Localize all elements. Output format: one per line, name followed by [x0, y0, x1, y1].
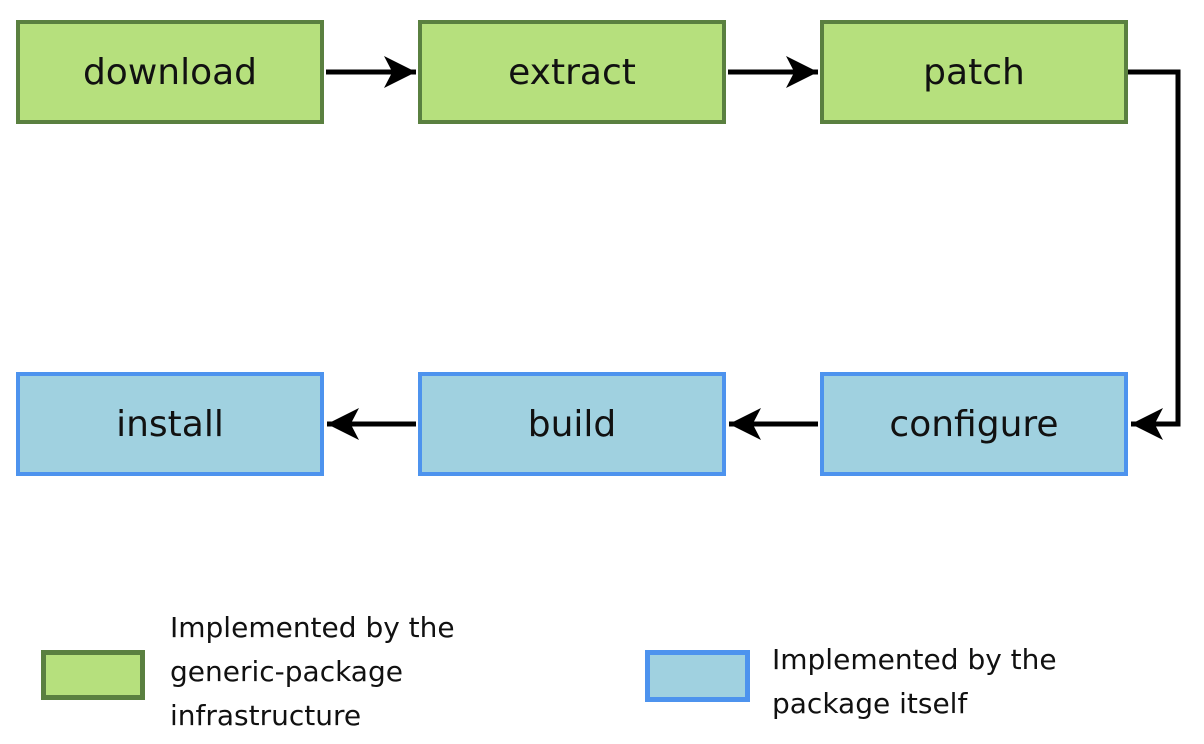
node-extract-label: extract	[508, 51, 636, 93]
legend-swatch-package	[645, 650, 750, 702]
node-build: build	[418, 372, 726, 476]
arrow-patch-configure	[1126, 69, 1181, 440]
node-patch: patch	[820, 20, 1128, 124]
node-configure: configure	[820, 372, 1128, 476]
node-download-label: download	[82, 51, 258, 93]
node-install-label: install	[116, 403, 224, 445]
node-patch-label: patch	[923, 51, 1025, 93]
node-install: install	[16, 372, 324, 476]
node-download: download	[16, 20, 324, 124]
node-extract: extract	[418, 20, 726, 124]
node-configure-label: configure	[889, 403, 1059, 445]
legend-swatch-generic	[41, 650, 145, 700]
legend-label-generic: Implemented by the generic-package infra…	[170, 611, 455, 732]
legend-label-package: Implemented by the package itself	[772, 643, 1057, 720]
node-build-label: build	[527, 403, 617, 445]
